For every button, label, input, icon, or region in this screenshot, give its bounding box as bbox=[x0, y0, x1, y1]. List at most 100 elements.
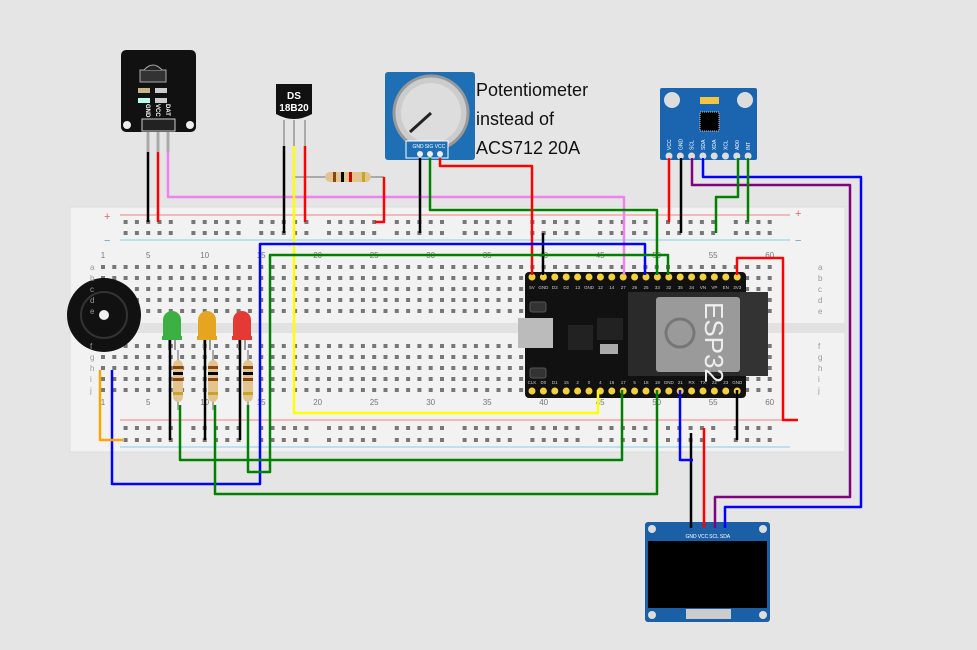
rail-hole[interactable] bbox=[270, 220, 275, 224]
breadboard-hole[interactable] bbox=[349, 388, 354, 392]
esp32-pin[interactable] bbox=[653, 273, 661, 281]
breadboard-hole[interactable] bbox=[451, 355, 456, 359]
rail-hole[interactable] bbox=[214, 220, 218, 224]
breadboard-hole[interactable] bbox=[180, 265, 185, 269]
rail-hole[interactable] bbox=[225, 231, 230, 235]
breadboard-hole[interactable] bbox=[191, 366, 196, 370]
breadboard-hole[interactable] bbox=[270, 366, 275, 370]
breadboard-hole[interactable] bbox=[767, 309, 772, 313]
rail-hole[interactable] bbox=[688, 231, 693, 235]
esp32-pin[interactable] bbox=[722, 273, 730, 281]
rail-hole[interactable] bbox=[711, 231, 716, 235]
breadboard-hole[interactable] bbox=[473, 265, 478, 269]
esp32-pin[interactable] bbox=[642, 273, 650, 281]
breadboard-hole[interactable] bbox=[327, 276, 331, 280]
breadboard-hole[interactable] bbox=[383, 287, 388, 291]
breadboard-hole[interactable] bbox=[236, 298, 241, 302]
breadboard-hole[interactable] bbox=[180, 355, 185, 359]
breadboard-hole[interactable] bbox=[146, 298, 151, 302]
breadboard-hole[interactable] bbox=[281, 287, 286, 291]
breadboard-hole[interactable] bbox=[304, 388, 309, 392]
rail-hole[interactable] bbox=[767, 220, 772, 224]
mpu-pin[interactable] bbox=[699, 152, 707, 160]
esp32-pin[interactable] bbox=[551, 273, 559, 281]
breadboard-hole[interactable] bbox=[451, 265, 456, 269]
rail-hole[interactable] bbox=[327, 220, 331, 224]
rail-hole[interactable] bbox=[327, 231, 331, 235]
breadboard-hole[interactable] bbox=[327, 265, 331, 269]
breadboard-hole[interactable] bbox=[101, 377, 105, 381]
rail-hole[interactable] bbox=[225, 220, 230, 224]
breadboard-hole[interactable] bbox=[451, 276, 456, 280]
breadboard-hole[interactable] bbox=[440, 287, 444, 291]
breadboard-hole[interactable] bbox=[428, 298, 433, 302]
breadboard-hole[interactable] bbox=[440, 298, 444, 302]
breadboard-hole[interactable] bbox=[496, 344, 501, 348]
mpu-pin[interactable] bbox=[744, 152, 752, 160]
breadboard-hole[interactable] bbox=[123, 377, 128, 381]
esp32-pin[interactable] bbox=[688, 273, 696, 281]
breadboard-hole[interactable] bbox=[756, 265, 761, 269]
breadboard-hole[interactable] bbox=[767, 366, 772, 370]
resistor-ds18b20[interactable] bbox=[294, 172, 384, 182]
breadboard-hole[interactable] bbox=[496, 309, 501, 313]
breadboard-hole[interactable] bbox=[383, 377, 388, 381]
rail-hole[interactable] bbox=[360, 220, 365, 224]
breadboard-hole[interactable] bbox=[281, 276, 286, 280]
breadboard-hole[interactable] bbox=[338, 265, 343, 269]
rail-hole[interactable] bbox=[485, 426, 490, 430]
rail-hole[interactable] bbox=[394, 220, 399, 224]
breadboard-hole[interactable] bbox=[462, 298, 467, 302]
breadboard-hole[interactable] bbox=[598, 265, 603, 269]
breadboard-hole[interactable] bbox=[440, 388, 444, 392]
rail-hole[interactable] bbox=[462, 231, 467, 235]
breadboard-hole[interactable] bbox=[394, 366, 399, 370]
rail-hole[interactable] bbox=[767, 426, 772, 430]
rail-hole[interactable] bbox=[123, 220, 128, 224]
breadboard-hole[interactable] bbox=[440, 377, 444, 381]
rail-hole[interactable] bbox=[146, 231, 151, 235]
breadboard-hole[interactable] bbox=[338, 388, 343, 392]
breadboard-hole[interactable] bbox=[372, 298, 377, 302]
rail-hole[interactable] bbox=[564, 231, 569, 235]
breadboard-hole[interactable] bbox=[180, 309, 185, 313]
esp32-pin[interactable] bbox=[642, 387, 650, 395]
breadboard-hole[interactable] bbox=[406, 298, 411, 302]
rail-hole[interactable] bbox=[360, 231, 365, 235]
breadboard-hole[interactable] bbox=[315, 388, 320, 392]
breadboard-hole[interactable] bbox=[462, 355, 467, 359]
rail-hole[interactable] bbox=[259, 231, 264, 235]
breadboard-hole[interactable] bbox=[507, 366, 512, 370]
mpu-pin[interactable] bbox=[722, 152, 729, 160]
rail-hole[interactable] bbox=[281, 426, 286, 430]
rail-hole[interactable] bbox=[428, 426, 433, 430]
breadboard-hole[interactable] bbox=[214, 344, 218, 348]
rail-hole[interactable] bbox=[157, 220, 162, 224]
esp32-pin[interactable] bbox=[539, 387, 547, 395]
breadboard-hole[interactable] bbox=[383, 355, 388, 359]
rail-hole[interactable] bbox=[259, 220, 264, 224]
breadboard-hole[interactable] bbox=[327, 344, 331, 348]
breadboard-hole[interactable] bbox=[383, 298, 388, 302]
rail-hole[interactable] bbox=[349, 231, 354, 235]
breadboard-hole[interactable] bbox=[270, 344, 275, 348]
rail-hole[interactable] bbox=[711, 220, 716, 224]
rail-hole[interactable] bbox=[123, 231, 128, 235]
esp32-pin[interactable] bbox=[699, 387, 707, 395]
rail-hole[interactable] bbox=[406, 220, 411, 224]
mpu-pin[interactable] bbox=[665, 152, 673, 160]
rail-hole[interactable] bbox=[134, 220, 139, 224]
breadboard-hole[interactable] bbox=[236, 377, 241, 381]
rail-hole[interactable] bbox=[745, 438, 750, 442]
breadboard-hole[interactable] bbox=[191, 355, 196, 359]
breadboard-hole[interactable] bbox=[304, 265, 309, 269]
breadboard-hole[interactable] bbox=[281, 309, 286, 313]
breadboard-hole[interactable] bbox=[507, 265, 512, 269]
rail-hole[interactable] bbox=[372, 426, 377, 430]
rail-hole[interactable] bbox=[507, 426, 512, 430]
breadboard-hole[interactable] bbox=[428, 309, 433, 313]
rail-hole[interactable] bbox=[406, 231, 411, 235]
breadboard-hole[interactable] bbox=[101, 388, 105, 392]
rail-hole[interactable] bbox=[643, 426, 648, 430]
breadboard-hole[interactable] bbox=[767, 377, 772, 381]
